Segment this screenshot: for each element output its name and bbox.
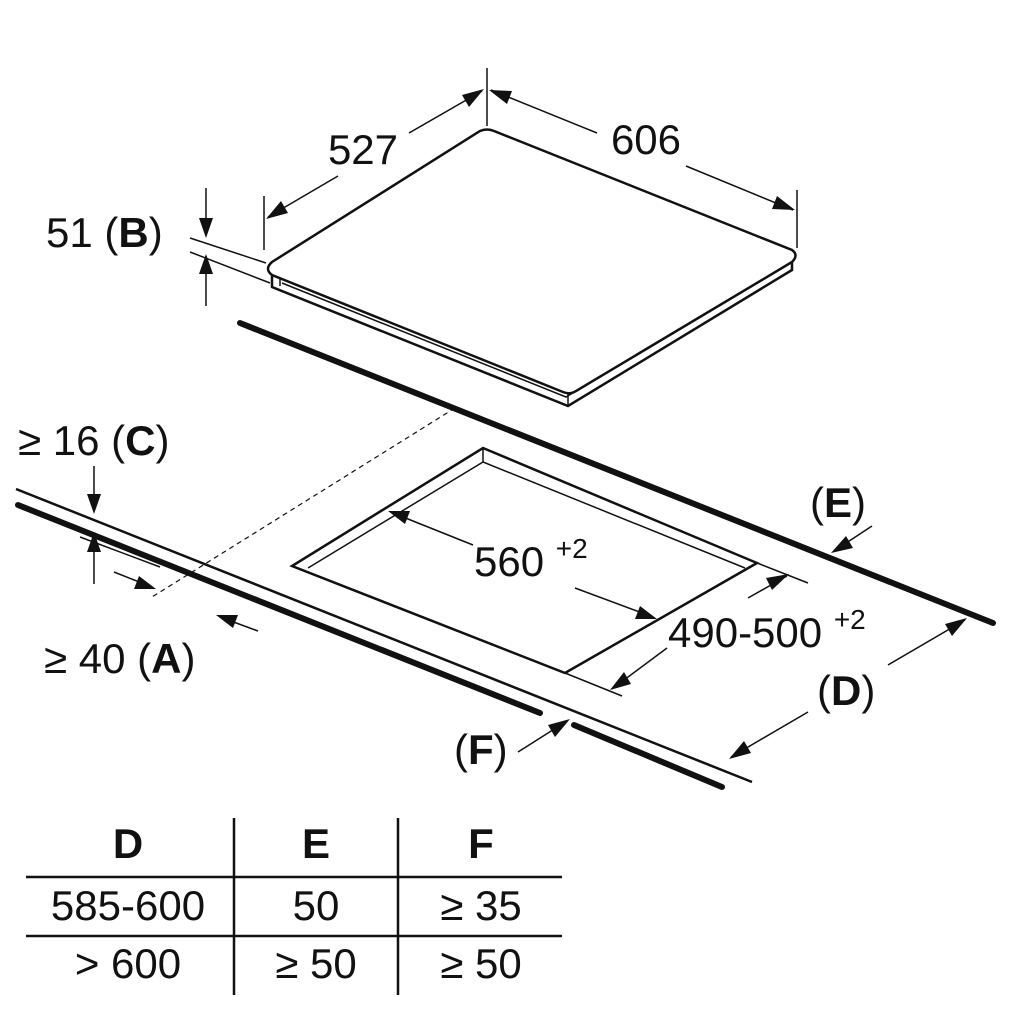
label-e: (E): [810, 479, 866, 526]
cutout-depth-tolerance: +2: [834, 604, 866, 635]
height-letter: B: [118, 209, 148, 256]
label-f: (F): [454, 726, 508, 773]
cutout-width-value: 560: [474, 538, 544, 585]
cutout-depth-value: 490-500: [668, 609, 822, 656]
depth-label: 527: [328, 126, 398, 173]
label-d: (D): [817, 667, 875, 714]
hob-body: [270, 262, 794, 408]
table-cell: > 600: [75, 940, 181, 987]
worktop-back-edge: [237, 320, 996, 626]
clearance-table: D E F 585-600 50 ≥ 35 > 600 ≥ 50 ≥ 50: [26, 818, 562, 995]
table-cell: ≥ 50: [440, 940, 521, 987]
cutout-width-tolerance: +2: [556, 533, 588, 564]
table-header-e: E: [302, 820, 330, 867]
worktop-thickness-letter: A: [151, 635, 181, 682]
table-cell: 585-600: [51, 882, 205, 929]
table-cell: ≥ 50: [275, 940, 356, 987]
worktop-front-edge-right: [571, 722, 725, 790]
worktop-front-line: [15, 487, 753, 784]
front-gap-letter: C: [125, 417, 155, 464]
worktop-thickness-label: ≥ 40 (A): [44, 635, 195, 682]
hob-drawing: [266, 128, 797, 408]
front-gap-value: ≥ 16: [18, 417, 99, 464]
dimension-lines: [79, 68, 967, 759]
front-gap-label: ≥ 16 (C): [18, 417, 169, 464]
worktop-front-edge: [15, 502, 543, 716]
height-label: 51 (B): [46, 209, 163, 256]
table-cell: 50: [293, 882, 340, 929]
hidden-edge-dashed: [151, 407, 456, 598]
table-header-d: D: [113, 820, 143, 867]
table-header-f: F: [468, 820, 494, 867]
worktop-drawing: [15, 320, 996, 790]
table-cell: ≥ 35: [440, 882, 521, 929]
cutout-depth-label: 490-500 +2: [668, 604, 866, 656]
cutout-width-label: 560 +2: [474, 533, 588, 585]
worktop-thickness-value: ≥ 40: [44, 635, 125, 682]
width-label: 606: [611, 116, 681, 163]
height-value: 51: [46, 209, 93, 256]
